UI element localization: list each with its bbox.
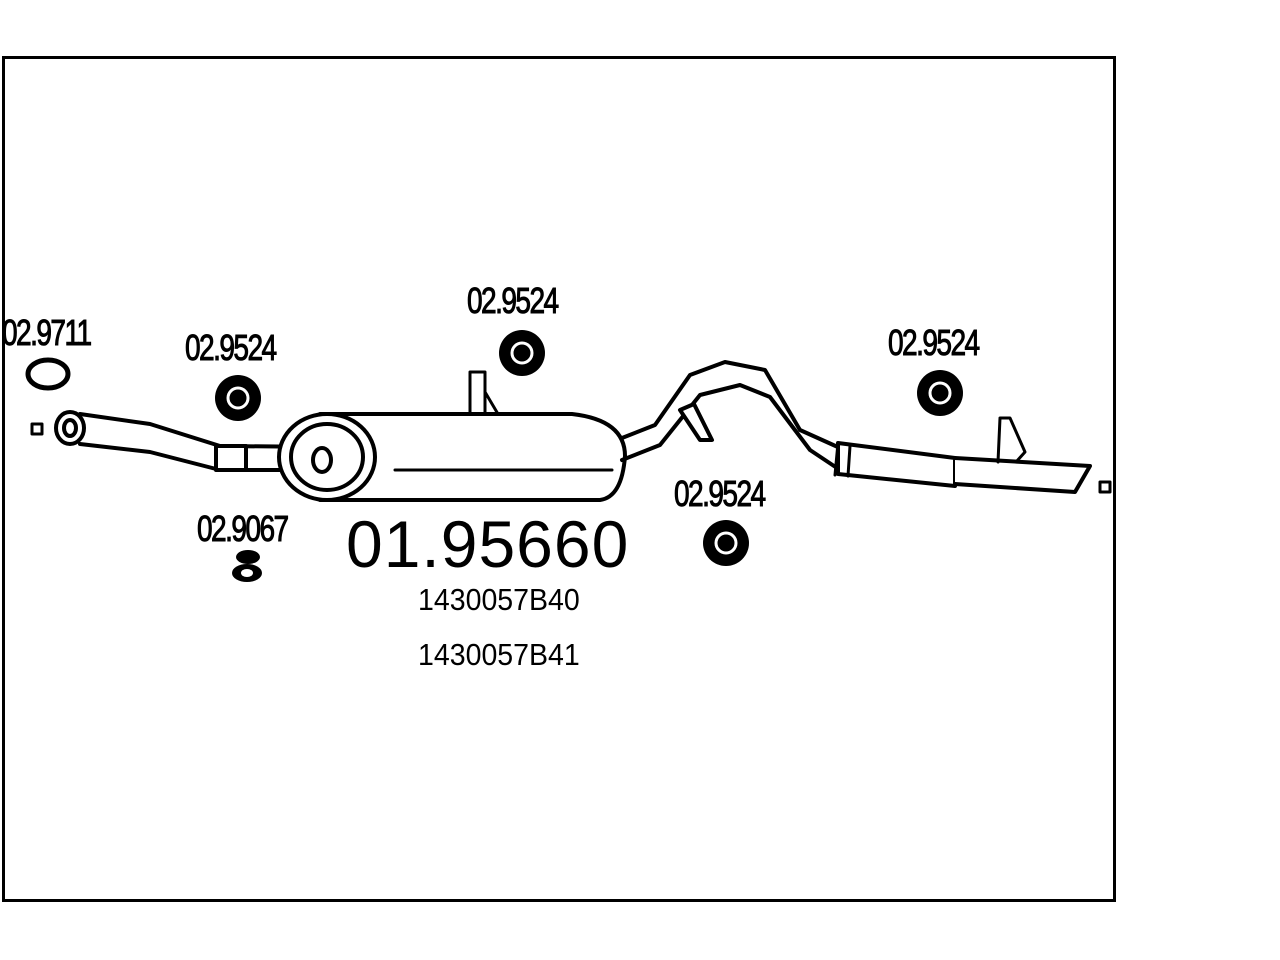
part-label-mount: 02.9524 bbox=[185, 327, 278, 369]
front-pipe bbox=[30, 410, 332, 472]
intermediate-pipe bbox=[620, 360, 842, 472]
clamp-nut-icon bbox=[232, 550, 262, 582]
part-label-gasket: 02.9711 bbox=[2, 312, 93, 354]
main-part-number: 01.95660 bbox=[346, 507, 630, 581]
muffler bbox=[277, 370, 627, 502]
rubber-mount-icon bbox=[215, 375, 261, 421]
part-label-clamp: 02.9067 bbox=[197, 508, 290, 550]
part-label-mount: 02.9524 bbox=[888, 322, 981, 364]
part-label-mount: 02.9524 bbox=[674, 473, 767, 515]
part-label-mount: 02.9524 bbox=[467, 280, 560, 322]
rear-silencer bbox=[833, 416, 1112, 494]
oem-number: 1430057B41 bbox=[418, 637, 580, 672]
oem-number: 1430057B40 bbox=[418, 582, 580, 617]
gasket-icon bbox=[25, 357, 71, 391]
diagram-frame bbox=[2, 56, 1116, 902]
rubber-mount-icon bbox=[499, 330, 545, 376]
rubber-mount-icon bbox=[917, 370, 963, 416]
rubber-mount-icon bbox=[703, 520, 749, 566]
